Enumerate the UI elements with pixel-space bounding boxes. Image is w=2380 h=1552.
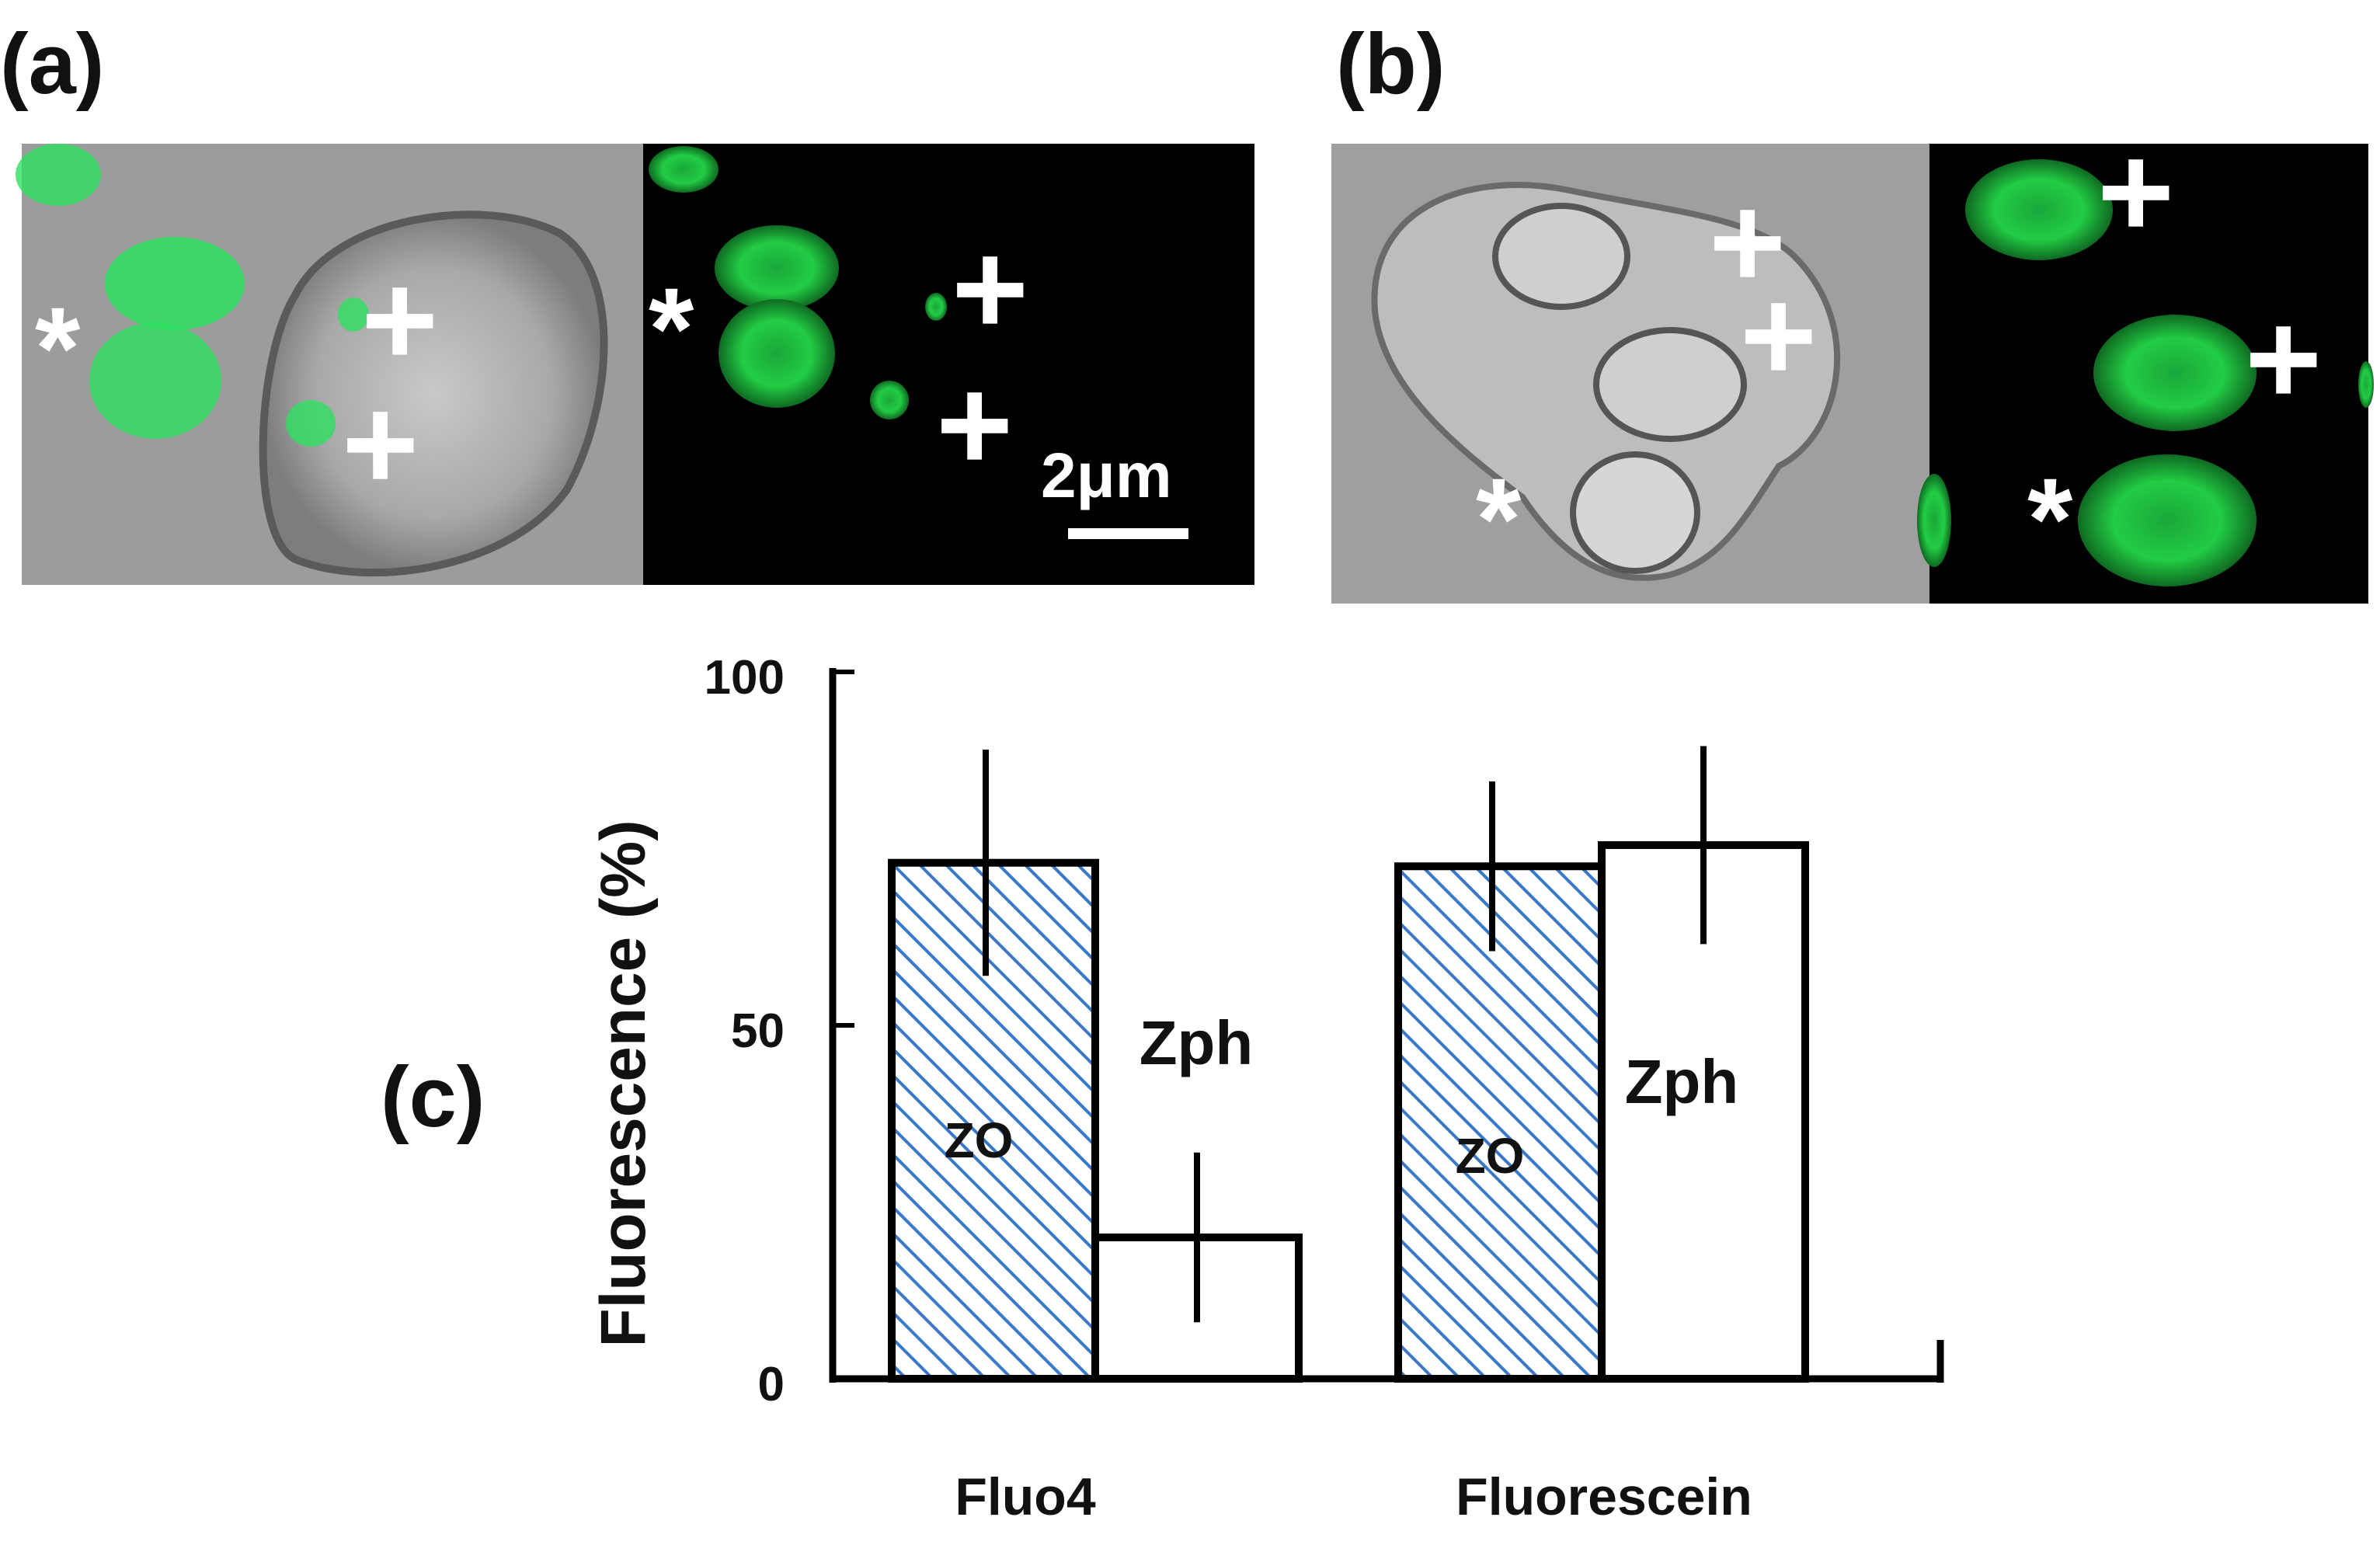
- cell-body: [1492, 203, 1630, 310]
- y-axis-label: Fluorescence (%): [588, 820, 659, 1348]
- x-category-label: Fluorescein: [1456, 1467, 1752, 1526]
- series-label: Zph: [1140, 1008, 1254, 1077]
- green-cell: [870, 381, 909, 419]
- y-tick-label: 0: [758, 1358, 785, 1411]
- marker-asterisk: *: [1476, 454, 1522, 584]
- marker-asterisk: *: [649, 263, 694, 394]
- category-labels: Fluo4 Fluorescein: [955, 1467, 1752, 1526]
- green-cell: [2078, 454, 2256, 586]
- green-cell: [649, 146, 719, 193]
- green-cell: [719, 299, 835, 408]
- green-cell: [2358, 361, 2374, 408]
- green-cell: [338, 298, 369, 332]
- marker-plus: +: [342, 371, 419, 518]
- marker-plus: +: [952, 215, 1028, 363]
- bar-zo-fluorescein: [1394, 862, 1606, 1383]
- panel-a-fluorescence-image: * + + 2μm: [643, 144, 1254, 585]
- marker-plus: +: [1709, 169, 1786, 316]
- bar-zo-fluo4: [888, 858, 1099, 1383]
- green-cell: [286, 400, 336, 447]
- panel-b-brightfield-image: + + *: [1331, 144, 1929, 604]
- marker-plus: +: [2245, 285, 2322, 433]
- cell-body: [1570, 451, 1700, 574]
- panel-b-label: (b): [1336, 16, 1445, 112]
- green-cell: [89, 322, 221, 439]
- panel-c-label: (c): [381, 1049, 485, 1145]
- panel-b-fluorescence-image: + + *: [1917, 118, 2374, 604]
- panel-a-label: (a): [0, 16, 104, 112]
- y-tick-label: 50: [731, 1004, 785, 1058]
- marker-asterisk: *: [2027, 454, 2073, 584]
- marker-asterisk: *: [35, 283, 81, 413]
- marker-plus: +: [2097, 118, 2174, 266]
- green-cell: [1965, 159, 2113, 260]
- green-cell: [925, 293, 947, 321]
- marker-plus: +: [936, 351, 1013, 499]
- panel-a-brightfield-image: * + +: [16, 144, 643, 585]
- green-cell: [16, 144, 101, 206]
- series-label: Zph: [1625, 1047, 1739, 1116]
- series-label: ZO: [1456, 1128, 1525, 1184]
- green-cell: [105, 237, 245, 330]
- green-cell: [715, 225, 839, 311]
- y-ticks: 0 50 100: [705, 651, 854, 1411]
- y-tick-label: 100: [705, 651, 785, 705]
- scale-bar-label: 2μm: [1041, 440, 1172, 511]
- marker-plus: +: [1740, 262, 1817, 409]
- green-cell: [1917, 474, 1951, 567]
- cell-body: [1593, 327, 1747, 442]
- green-cell: [2093, 315, 2256, 431]
- x-category-label: Fluo4: [955, 1467, 1096, 1526]
- series-label: ZO: [945, 1112, 1014, 1168]
- marker-plus: +: [361, 246, 438, 394]
- scale-bar: [1068, 528, 1188, 539]
